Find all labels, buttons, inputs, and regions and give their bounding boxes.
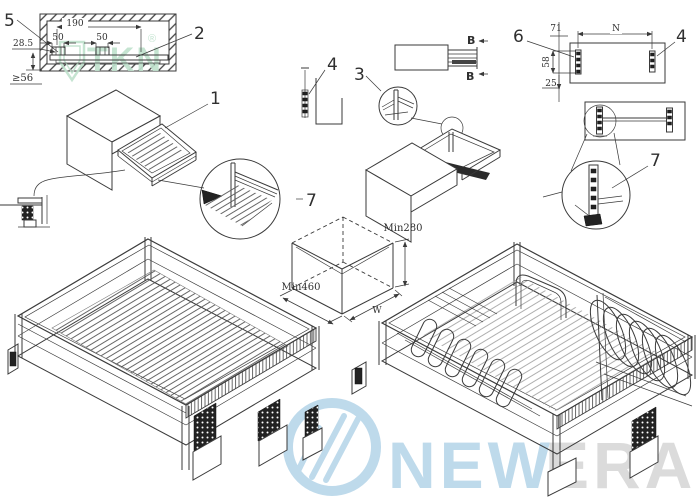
dim-ge56: ≥56 bbox=[12, 73, 33, 84]
panel-bracket-right bbox=[666, 107, 673, 133]
rack-foot-front bbox=[547, 457, 577, 497]
dim-50-right: 50 bbox=[96, 33, 108, 43]
wire-basket-dish-rack bbox=[351, 242, 696, 497]
slide-rail-side-view: B B bbox=[394, 34, 488, 83]
bracket-pair-panel: 7 bbox=[542, 101, 686, 230]
back-bracket-right bbox=[649, 50, 656, 73]
dim-28-5: 28.5 bbox=[13, 39, 33, 49]
detail-bubble-joint bbox=[378, 86, 418, 126]
wire-floor-zoom bbox=[205, 184, 272, 226]
rack-mount-bracket-right bbox=[629, 406, 659, 479]
dim-min460: Min460 bbox=[282, 282, 321, 293]
mount-bracket-front-right bbox=[257, 398, 288, 467]
corner-joint-detail: 3 bbox=[354, 65, 464, 140]
newera-watermark-left: NEW bbox=[388, 428, 554, 502]
corner-mount-section bbox=[0, 195, 50, 228]
plate-rack bbox=[589, 299, 693, 407]
rail-bracket-detail-mid: 4 bbox=[301, 55, 343, 125]
slide-clamp-right bbox=[95, 46, 110, 56]
front-wire-band bbox=[185, 327, 317, 419]
callout-2: 2 bbox=[194, 24, 205, 44]
back-bracket-left bbox=[575, 49, 582, 75]
cabinet-basket-open bbox=[365, 128, 502, 243]
basket-corner-zoom: 7 bbox=[199, 158, 317, 240]
newera-logo-ring bbox=[283, 398, 381, 496]
bowl-rack bbox=[396, 318, 541, 417]
callout-7-corner: 7 bbox=[306, 191, 317, 211]
cabinet-opening-size-box: Min280 Min460 W bbox=[279, 216, 423, 325]
dim-25: 25 bbox=[545, 79, 557, 89]
detail-bubble-bracket-small bbox=[583, 104, 617, 138]
dim-W: W bbox=[372, 306, 382, 316]
rack-divider bbox=[596, 292, 687, 401]
section-b-bottom: B bbox=[466, 70, 474, 83]
callout-7-bracket: 7 bbox=[650, 151, 661, 171]
dim-min280: Min280 bbox=[384, 223, 423, 234]
wire-basket-empty bbox=[7, 237, 323, 481]
pullout-basket-small bbox=[117, 123, 197, 187]
rack-wire-floor bbox=[421, 276, 664, 412]
dim-71: 71 bbox=[550, 24, 561, 34]
wire-floor-small bbox=[127, 133, 185, 172]
back-panel-layout: N 71 58 25 6 4 bbox=[513, 22, 687, 102]
callout-1: 1 bbox=[210, 89, 221, 109]
callout-6: 6 bbox=[513, 27, 524, 47]
detail-bubble-bracket-large bbox=[561, 160, 631, 230]
mount-bracket-side bbox=[302, 404, 323, 461]
callout-3: 3 bbox=[354, 65, 365, 85]
cabinet-basket-closed: 1 bbox=[33, 89, 221, 197]
section-b-top: B bbox=[467, 34, 475, 47]
detail-bubble-corner bbox=[199, 158, 281, 240]
wire-floor-large bbox=[51, 269, 289, 405]
dim-190: 190 bbox=[66, 19, 83, 29]
tkn-shield-icon bbox=[58, 40, 86, 83]
dim-58: 58 bbox=[542, 56, 552, 68]
callout-5: 5 bbox=[4, 11, 15, 31]
tkn-registered-mark: ® bbox=[148, 33, 156, 45]
mount-bracket-front-left bbox=[192, 402, 222, 481]
wall-section-detail: 190 50 50 28.5 ≥56 5 2 bbox=[4, 11, 205, 85]
rack-front-wire-band bbox=[556, 336, 693, 430]
dim-N: N bbox=[612, 24, 620, 34]
dim-50-left: 50 bbox=[52, 33, 64, 43]
callout-4-right: 4 bbox=[676, 27, 687, 47]
flat-rack-slats bbox=[427, 287, 498, 327]
callout-4-mid: 4 bbox=[327, 55, 338, 75]
bracket-zoom bbox=[542, 160, 631, 230]
utensil-rack-handle bbox=[515, 274, 567, 320]
